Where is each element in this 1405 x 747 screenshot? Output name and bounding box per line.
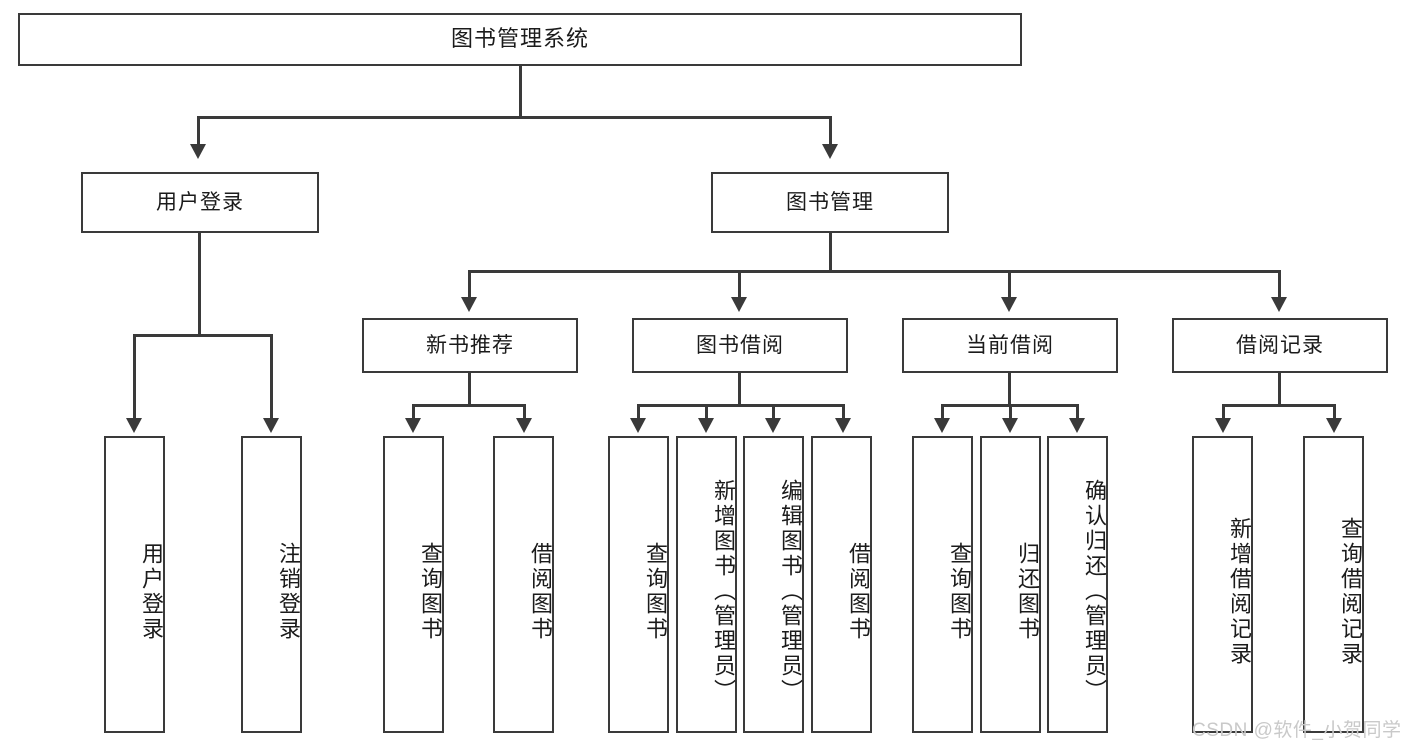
connector-user-login-bus — [133, 334, 273, 337]
connector-bb-to-leaf-3 — [772, 404, 775, 420]
arrow-user-login-to-leaf-1 — [126, 418, 142, 433]
leaf-current-borrow-return-book[interactable]: 归还图书 — [980, 436, 1041, 733]
leaf-logout[interactable]: 注销登录 — [241, 436, 302, 733]
leaf-label: 查询借阅记录 — [1338, 516, 1363, 667]
connector-root-stem — [519, 66, 522, 118]
csdn-watermark: CSDN @软件_小贺同学 — [1192, 720, 1402, 741]
arrow-bm-to-new-book — [461, 297, 477, 312]
arrow-bb-to-leaf-2 — [698, 418, 714, 433]
connector-bm-to-new-book — [468, 270, 471, 300]
arrow-nb-to-leaf-1 — [405, 418, 421, 433]
node-book-borrow[interactable]: 图书借阅 — [632, 318, 848, 373]
connector-br-to-leaf-1 — [1222, 404, 1225, 420]
node-book-management[interactable]: 图书管理 — [711, 172, 949, 233]
leaf-book-borrow-query-book[interactable]: 查询图书 — [608, 436, 669, 733]
leaf-current-borrow-query-book[interactable]: 查询图书 — [912, 436, 973, 733]
node-user-login[interactable]: 用户登录 — [81, 172, 319, 233]
arrow-bm-to-current-borrow — [1001, 297, 1017, 312]
arrow-bb-to-leaf-1 — [630, 418, 646, 433]
connector-user-login-to-leaf-2 — [270, 334, 273, 420]
arrow-user-login-to-leaf-2 — [263, 418, 279, 433]
connector-book-borrow-bus — [637, 404, 845, 407]
connector-current-borrow-stem — [1008, 373, 1011, 407]
leaf-new-book-query-book[interactable]: 查询图书 — [383, 436, 444, 733]
leaf-label: 注销登录 — [276, 541, 301, 642]
connector-root-bus — [197, 116, 832, 119]
leaf-label: 归还图书 — [1015, 541, 1040, 642]
arrow-bm-to-book-borrow — [731, 297, 747, 312]
leaf-label: 查询图书 — [947, 541, 972, 642]
arrow-bm-to-borrow-record — [1271, 297, 1287, 312]
node-root-book-management-system[interactable]: 图书管理系统 — [18, 13, 1022, 66]
connector-cb-to-leaf-1 — [941, 404, 944, 420]
connector-bb-to-leaf-4 — [842, 404, 845, 420]
connector-new-book-stem — [468, 373, 471, 407]
leaf-label: 新增借阅记录 — [1227, 516, 1252, 667]
node-borrow-record[interactable]: 借阅记录 — [1172, 318, 1388, 373]
connector-cb-to-leaf-3 — [1076, 404, 1079, 420]
arrow-root-to-user-login — [190, 144, 206, 159]
connector-root-to-user-login — [197, 116, 200, 147]
connector-root-to-book-management — [829, 116, 832, 147]
connector-new-book-bus — [412, 404, 526, 407]
connector-user-login-to-leaf-1 — [133, 334, 136, 420]
connector-br-to-leaf-2 — [1333, 404, 1336, 420]
connector-bm-to-current-borrow — [1008, 270, 1011, 300]
arrow-br-to-leaf-2 — [1326, 418, 1342, 433]
arrow-br-to-leaf-1 — [1215, 418, 1231, 433]
leaf-book-borrow-add-book-admin[interactable]: 新增图书（管理员） — [676, 436, 737, 733]
leaf-label: 借阅图书 — [528, 541, 553, 642]
leaf-label: 确认归还（管理员） — [1082, 479, 1107, 704]
arrow-root-to-book-management — [822, 144, 838, 159]
leaf-new-book-borrow-book[interactable]: 借阅图书 — [493, 436, 554, 733]
leaf-current-borrow-confirm-return-admin[interactable]: 确认归还（管理员） — [1047, 436, 1108, 733]
connector-bm-to-book-borrow — [738, 270, 741, 300]
leaf-label: 查询图书 — [418, 541, 443, 642]
connector-bm-to-borrow-record — [1278, 270, 1281, 300]
node-current-borrow[interactable]: 当前借阅 — [902, 318, 1118, 373]
connector-book-management-bus — [468, 270, 1281, 273]
connector-cb-to-leaf-2 — [1009, 404, 1012, 420]
node-new-book-recommendation[interactable]: 新书推荐 — [362, 318, 578, 373]
connector-borrow-record-bus — [1222, 404, 1336, 407]
leaf-label: 编辑图书（管理员） — [778, 479, 803, 704]
leaf-borrow-record-query-record[interactable]: 查询借阅记录 — [1303, 436, 1364, 733]
leaf-user-login[interactable]: 用户登录 — [104, 436, 165, 733]
arrow-cb-to-leaf-3 — [1069, 418, 1085, 433]
connector-user-login-stem — [198, 233, 201, 337]
leaf-label: 用户登录 — [139, 541, 164, 642]
leaf-book-borrow-edit-book-admin[interactable]: 编辑图书（管理员） — [743, 436, 804, 733]
leaf-book-borrow-borrow-book[interactable]: 借阅图书 — [811, 436, 872, 733]
arrow-bb-to-leaf-3 — [765, 418, 781, 433]
arrow-bb-to-leaf-4 — [835, 418, 851, 433]
connector-bb-to-leaf-2 — [705, 404, 708, 420]
arrow-nb-to-leaf-2 — [516, 418, 532, 433]
connector-book-management-stem — [829, 233, 832, 272]
arrow-cb-to-leaf-1 — [934, 418, 950, 433]
connector-bb-to-leaf-1 — [637, 404, 640, 420]
leaf-label: 查询图书 — [643, 541, 668, 642]
leaf-label: 借阅图书 — [846, 541, 871, 642]
connector-book-borrow-stem — [738, 373, 741, 407]
leaf-borrow-record-add-record[interactable]: 新增借阅记录 — [1192, 436, 1253, 733]
connector-nb-to-leaf-1 — [412, 404, 415, 420]
connector-borrow-record-stem — [1278, 373, 1281, 407]
leaf-label: 新增图书（管理员） — [711, 479, 736, 704]
connector-nb-to-leaf-2 — [523, 404, 526, 420]
arrow-cb-to-leaf-2 — [1002, 418, 1018, 433]
